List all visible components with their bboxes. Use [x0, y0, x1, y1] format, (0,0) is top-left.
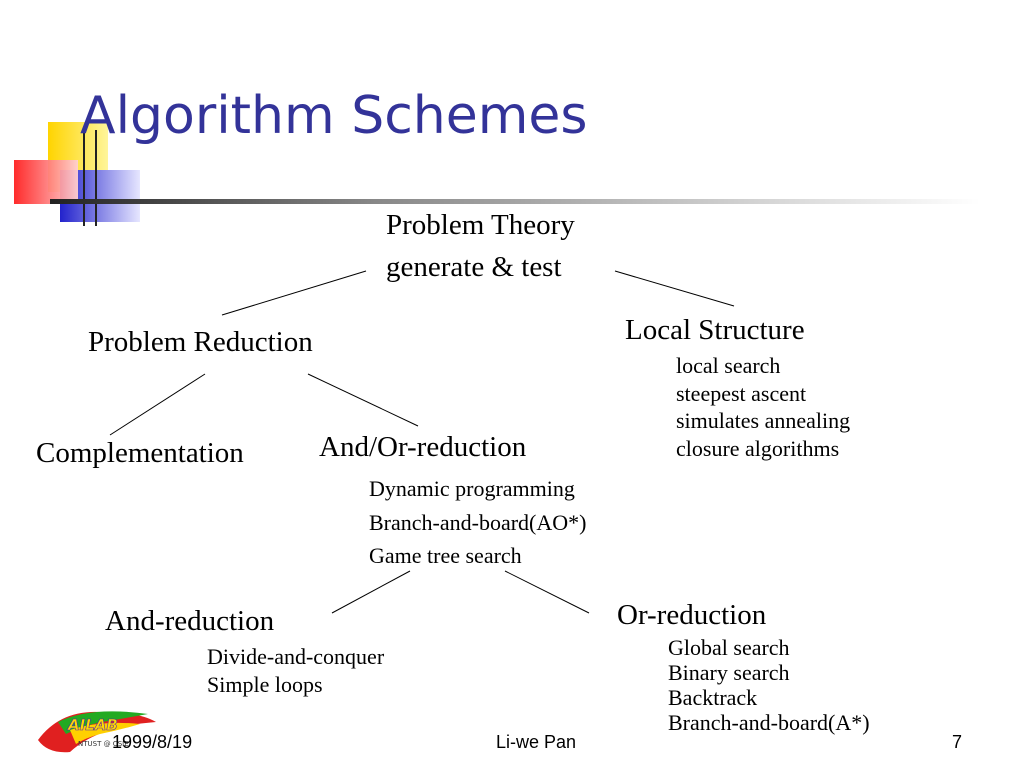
node-or-reduction: Or-reduction — [617, 599, 767, 631]
connector-root-local-structure — [614, 270, 735, 307]
root-node: Problem Theory generate & test — [386, 204, 575, 288]
list-item: Backtrack — [668, 685, 758, 710]
footer-date: 1999/8/19 — [112, 732, 193, 752]
footer-page-number: 7 — [952, 732, 963, 752]
list-item: Branch-and-board(A*) — [668, 710, 870, 735]
list-item: closure algorithms — [676, 435, 840, 461]
footer-author: Li-we Pan — [496, 732, 577, 752]
or-reduction-list: Global search Binary search Backtrack Br… — [668, 635, 870, 735]
root-node-line1: Problem Theory — [386, 209, 575, 241]
and-or-reduction-list: Dynamic programming Branch-and-board(AO*… — [369, 472, 586, 573]
connector-root-problem-reduction — [221, 270, 367, 316]
list-item: Divide-and-conquer — [207, 644, 385, 669]
list-item: Simple loops — [207, 672, 323, 697]
svg-text:NTUST @ CSIE: NTUST @ CSIE — [78, 740, 129, 748]
root-node-line2: generate & test — [386, 251, 562, 283]
list-item: Branch-and-board(AO*) — [369, 509, 587, 535]
node-and-reduction: And-reduction — [105, 605, 275, 637]
node-complementation: Complementation — [36, 437, 244, 469]
svg-text:AILAB: AILAB — [67, 716, 118, 734]
list-item: local search — [676, 353, 781, 378]
list-item: simulates annealing — [676, 408, 851, 433]
list-item: steepest ascent — [676, 380, 807, 406]
list-item: Binary search — [668, 660, 790, 685]
connector-problem-reduction-and-or — [307, 373, 419, 427]
ailab-logo: AILAB NTUST @ CSIE — [30, 700, 160, 756]
node-and-or-reduction: And/Or-reduction — [319, 431, 527, 463]
connector-and-or-and-reduction — [331, 570, 411, 614]
connector-problem-reduction-complementation — [109, 373, 206, 436]
local-structure-list: local search steepest ascent simulates a… — [676, 352, 850, 462]
list-item: Game tree search — [369, 543, 522, 568]
page-title: Algorithm Schemes — [80, 86, 588, 146]
and-reduction-list: Divide-and-conquer Simple loops — [207, 643, 384, 699]
list-item: Global search — [668, 635, 790, 660]
node-problem-reduction: Problem Reduction — [88, 326, 313, 358]
connector-and-or-or-reduction — [504, 570, 590, 614]
node-local-structure: Local Structure — [625, 314, 805, 346]
list-item: Dynamic programming — [369, 476, 575, 501]
